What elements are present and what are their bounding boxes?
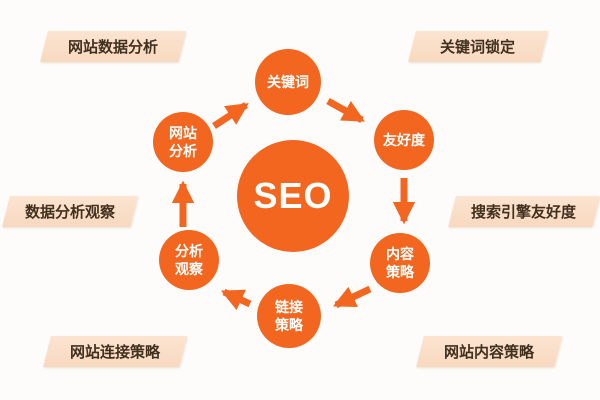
node-friendliness-label: 友好度	[383, 131, 425, 148]
node-seo-center: SEO	[237, 140, 349, 252]
callout-data-analysis-observation-text: 数据分析观察	[24, 204, 115, 221]
callout-site-content-strategy-text: 网站内容策略	[443, 344, 534, 361]
node-keywords-label: 关键词	[267, 73, 309, 90]
callout-search-engine-friendliness: 搜索引擎友好度	[448, 196, 600, 227]
arrow-link-strategy-to-analysis-observation	[220, 288, 252, 311]
callout-site-data-analysis-text: 网站数据分析	[67, 39, 158, 56]
node-site-analysis-line1: 网站	[169, 124, 197, 141]
node-site-analysis-line2: 分析	[169, 143, 197, 159]
node-keywords: 关键词	[255, 49, 321, 115]
callout-keyword-lock: 关键词锁定	[408, 31, 548, 62]
callout-data-analysis-observation: 数据分析观察	[2, 196, 138, 227]
node-link-strategy: 链接 策略	[257, 284, 321, 348]
callout-site-data-analysis: 网站数据分析	[40, 31, 186, 62]
node-analysis-observation-line2: 观察	[175, 261, 203, 277]
arrow-keywords-to-friendliness	[326, 97, 365, 124]
seo-title: SEO	[253, 175, 333, 216]
node-friendliness: 友好度	[374, 110, 434, 170]
callout-keyword-lock-text: 关键词锁定	[440, 39, 516, 56]
node-content-strategy-line2: 策略	[386, 264, 414, 280]
callout-search-engine-friendliness-text: 搜索引擎友好度	[471, 204, 577, 221]
callout-site-link-strategy-text: 网站连接策略	[69, 344, 160, 361]
node-link-strategy-line1: 链接	[275, 298, 303, 315]
node-content-strategy-line1: 内容	[386, 245, 414, 262]
node-site-analysis: 网站 分析	[153, 112, 213, 172]
callout-site-link-strategy: 网站连接策略	[43, 336, 187, 367]
node-content-strategy: 内容 策略	[370, 233, 430, 293]
arrow-site-analysis-to-keywords	[212, 102, 249, 129]
node-link-strategy-line2: 策略	[275, 317, 303, 333]
arrow-content-strategy-to-link-strategy	[332, 285, 372, 309]
node-analysis-observation: 分析 观察	[159, 230, 219, 290]
callout-site-content-strategy: 网站内容策略	[416, 336, 562, 367]
node-analysis-observation-line1: 分析	[175, 242, 203, 259]
